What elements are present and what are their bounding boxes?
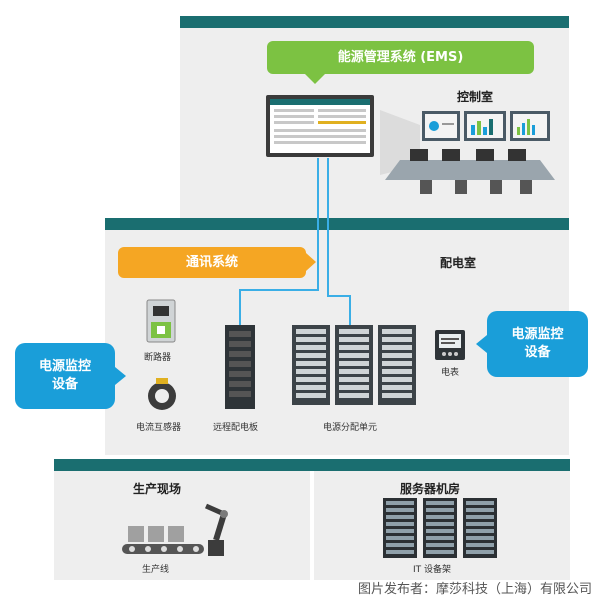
ems-label: 能源管理系统 (EMS) xyxy=(337,49,464,65)
it-rack-icon xyxy=(383,498,497,558)
it-rack-label: IT 设备架 xyxy=(413,565,452,575)
image-credit: 图片发布者：摩莎科技（上海）有限公司 xyxy=(357,582,592,597)
comm-system-pointer xyxy=(306,253,316,271)
distribution-room-label: 配电室 xyxy=(440,256,477,270)
server-room-label: 服务器机房 xyxy=(400,482,461,496)
production-line-label: 生产线 xyxy=(142,565,170,575)
comm-system-callout: 通讯系统 xyxy=(118,247,306,278)
remote-power-panel-icon xyxy=(225,325,255,409)
breaker-icon xyxy=(146,299,176,343)
power-monitor-right-callout: 电源监控 设备 xyxy=(487,311,588,377)
meter-label: 电表 xyxy=(441,368,460,378)
ems-callout-pointer xyxy=(305,74,325,84)
pdu-label: 电源分配单元 xyxy=(323,423,378,433)
control-room-top-bar xyxy=(180,16,569,28)
production-line-icon xyxy=(122,503,228,556)
ems-monitor-graphic xyxy=(266,95,374,157)
ems-callout: 能源管理系统 (EMS) xyxy=(267,41,534,74)
remote-power-panel-label: 远程配电板 xyxy=(213,423,259,433)
current-transformer-icon xyxy=(148,378,176,410)
power-monitor-right-line2: 设备 xyxy=(524,345,551,360)
distribution-room-top-bar xyxy=(105,218,569,230)
power-monitor-left-line1: 电源监控 xyxy=(38,359,91,375)
meter-icon xyxy=(435,330,465,360)
production-site-panel xyxy=(54,471,310,580)
production-site-label: 生产现场 xyxy=(133,482,182,496)
power-monitor-left-callout: 电源监控 设备 xyxy=(15,343,115,409)
pdu-racks-icon xyxy=(292,325,416,405)
bottom-top-bar xyxy=(54,459,570,471)
power-monitor-left-line2: 设备 xyxy=(51,377,78,392)
power-monitor-right-pointer xyxy=(476,335,487,353)
comm-system-label: 通讯系统 xyxy=(185,254,238,270)
power-monitor-left-pointer xyxy=(115,367,126,385)
breaker-label: 断路器 xyxy=(144,353,172,363)
control-room-label: 控制室 xyxy=(457,90,494,104)
control-room-graphic xyxy=(380,110,555,194)
power-monitor-right-line1: 电源监控 xyxy=(511,327,564,343)
current-transformer-label: 电流互感器 xyxy=(136,423,182,433)
